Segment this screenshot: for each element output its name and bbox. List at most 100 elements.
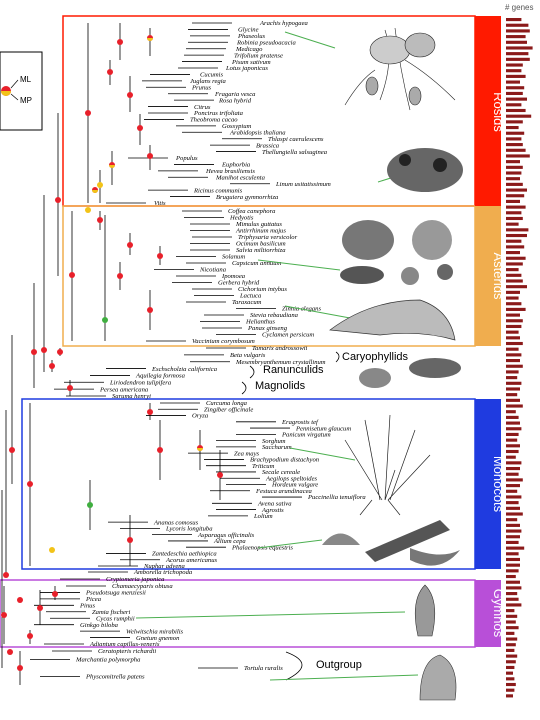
taxon-label: Pisum sativum [231,59,271,66]
taxon-label: Euphorbia [221,162,251,169]
gene-count-bar [506,63,523,67]
taxon-label: Lactuca [239,293,262,300]
taxon-label: Panax ginseng [247,325,288,332]
gymnos-box [0,579,476,648]
gene-count-bar [506,216,523,221]
gene-count-bar [506,654,518,658]
support-node-icon [107,69,113,75]
taxon-label: Chamaecyparis obtusa [112,583,173,590]
gene-count-bar [506,341,523,346]
gene-count-bar [506,194,525,198]
solanum-illustration-icon [340,220,453,285]
taxon-label: Ananas comosus [153,519,199,526]
gene-count-bar [506,546,525,550]
taxon-label: Agrostis [261,507,284,514]
monocot-bulbs-illustration-icon [322,520,460,566]
gene-count-bar [506,23,529,27]
taxon-label: Hevea brasiliensis [205,168,255,175]
gene-count-bar [506,563,520,567]
gene-count-bar [506,484,520,488]
support-node-icon [3,572,9,578]
gene-count-bar [506,694,513,698]
taxon-label: Brassica [256,142,280,149]
gene-count-bar [506,199,520,203]
gene-count-bar [506,40,527,44]
gene-count-bar [506,91,523,96]
gene-count-bar [506,370,519,374]
monocots-tab [475,399,501,569]
gene-count-bar [506,569,519,573]
support-node-icon [41,347,47,353]
gene-count-bar [506,603,522,607]
gene-count-bar [506,228,529,232]
gene-count-bar [506,347,519,351]
taxon-label: Citrus [194,104,211,111]
gene-count-bar [506,609,515,613]
support-node-icon [117,273,123,279]
gene-count-bar [506,319,523,323]
taxon-label: Gnetum gnemon [136,635,180,642]
taxon-label: Ginkgo biloba [80,622,119,629]
gene-count-bar [506,188,527,192]
support-node-icon [157,253,163,259]
taxon-label: Pennisetum glaucum [295,425,351,432]
asterids-tab [475,206,501,346]
support-node-icon [117,39,123,45]
support-node-icon [49,363,55,369]
taxon-label: Fragaria vesca [214,91,256,98]
support-node-icon [127,92,133,98]
support-node-icon [147,307,153,313]
taxon-label: Thellungiella salsuginea [262,149,328,156]
taxon-label: Lycoris longituba [165,526,213,533]
support-node-icon [127,242,133,248]
support-node-icon [69,272,75,278]
taxon-label: Antirrhinum majus [235,228,286,235]
gene-count-bar [506,239,522,243]
gene-count-bar [506,540,519,544]
gene-count-bar [506,18,522,22]
gene-count-bar [506,205,526,209]
support-node-icon [85,110,91,116]
taxon-label: Zamia fischeri [92,609,130,616]
taxon-label: Cucumis [200,72,224,79]
gene-count-bar [506,114,532,118]
taxon-label: Helianthus [245,319,275,326]
gene-count-bar [506,245,525,249]
gene-count-bar [506,273,522,277]
gene-count-bar [506,160,520,164]
taxon-label: Curcuma longa [206,400,248,407]
taxon-label: Mesembryanthemum crystallinum [235,359,326,366]
gene-count-bar [506,523,520,527]
magnolids-label: Magnolids [255,380,306,392]
taxon-label: Pinus [79,603,95,610]
gene-count-bar [506,285,527,289]
gene-count-bar [506,182,523,186]
gene-count-bar [506,501,519,505]
taxon-label: Allium cepa [213,538,246,545]
gene-count-bar [506,307,526,311]
legend-mp: MP [20,96,32,105]
taxon-label: Triticum [252,463,275,470]
taxon-label: Brachypodium distachyon [250,457,320,464]
taxon-label: Gossypium [222,123,252,130]
support-node-icon [17,597,23,603]
gene-count-bar [506,478,523,482]
taraxacum-illustration-icon [329,299,456,341]
taxon-label: Welwitschia mirabilis [126,628,184,635]
taxon-label: Tamarix androssowii [252,345,308,352]
gene-count-bar [506,262,523,266]
taxon-label: Ocimum basilicum [236,241,286,248]
taxon-label: Saccharum [262,444,292,451]
gene-count-bar [506,80,520,84]
taxon-label: Rosa hybrid [218,97,252,104]
taxon-label: Cyclamen persicum [262,332,314,339]
caryophyllids-label: Caryophyllids [342,351,409,363]
taxon-label: Sorghum [262,438,286,445]
taxon-label: Pseudotsuga menziesii [85,590,146,597]
taxon-label: Eragrostis tef [281,419,319,426]
gene-count-bar [506,143,523,147]
taxon-label: Ceratopteris richardii [98,648,156,655]
taxon-label: Avena sativa [257,501,292,508]
taxon-label: Juglans regia [190,78,227,85]
support-node-icon [137,125,143,131]
